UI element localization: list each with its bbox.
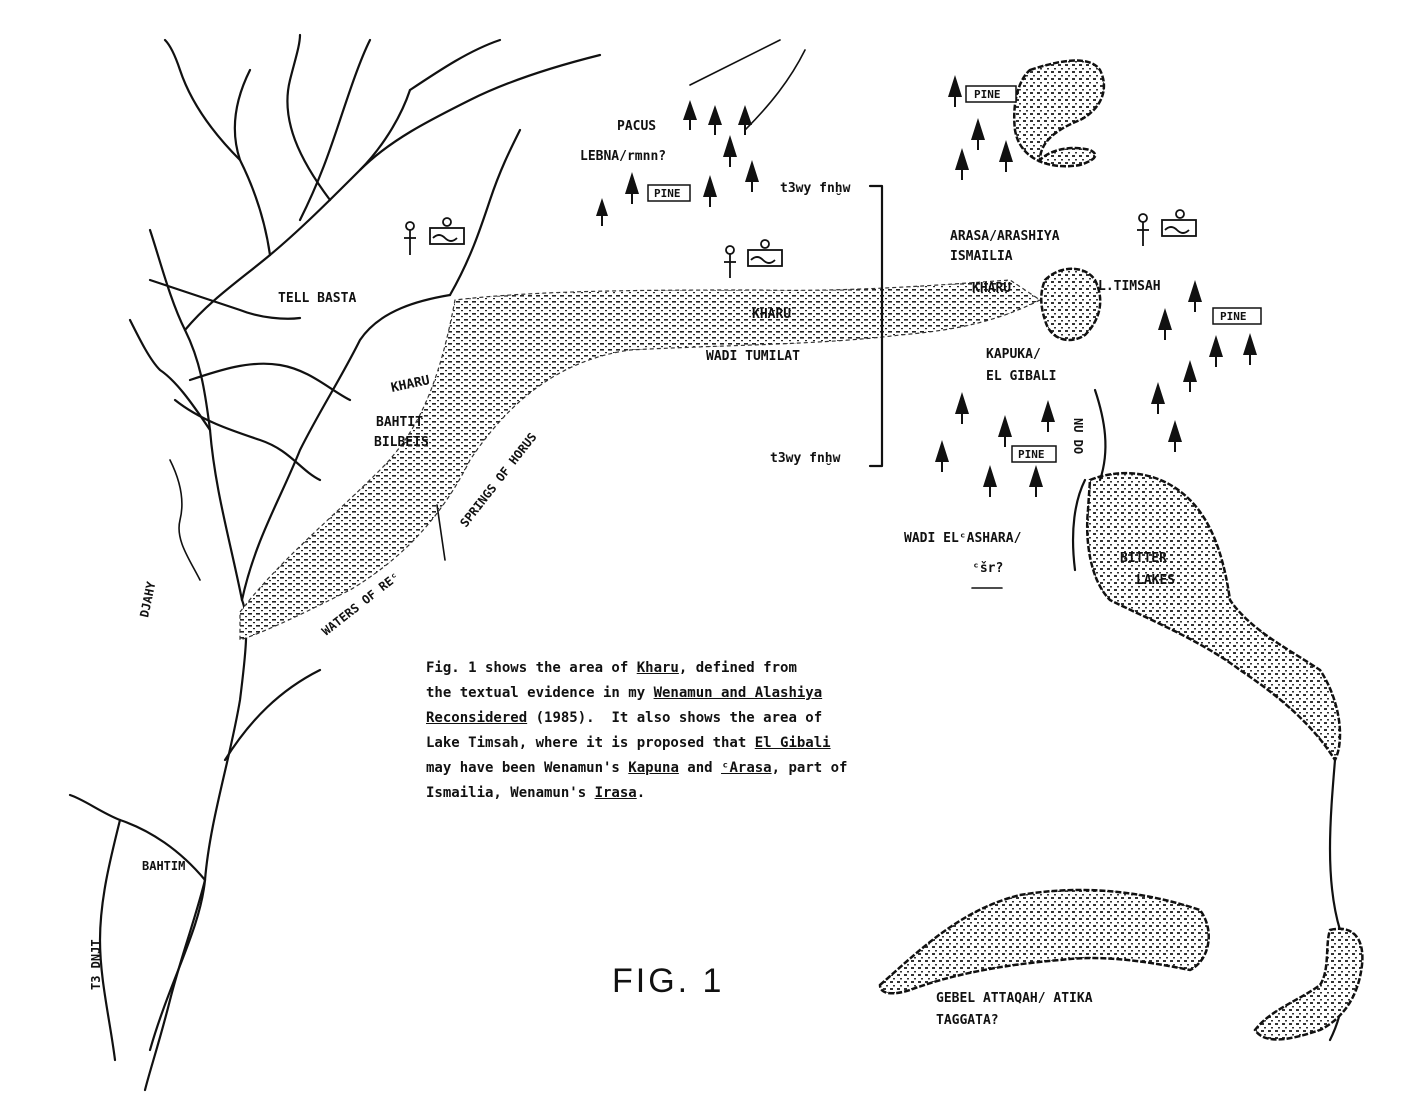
label-lebna: LEBNA/rmnn? xyxy=(580,149,666,164)
bitter-lakes xyxy=(1085,471,1342,763)
coastal-lagoon xyxy=(1013,59,1106,168)
pine-label: PINE xyxy=(654,187,681,200)
pine-tree-icon xyxy=(1041,400,1055,432)
symbol-group xyxy=(404,209,1197,278)
pine-badge: PINE xyxy=(965,85,1017,103)
label-wadi-el-ashara: WADI ELᶜASHARA/ xyxy=(904,531,1022,546)
pine-tree-icon xyxy=(998,415,1012,447)
ankh-icon xyxy=(724,245,736,278)
pine-tree-icon xyxy=(723,135,737,167)
label-gebel-attaqah: GEBEL ATTAQAH/ ATIKA xyxy=(936,991,1093,1006)
basket-icon xyxy=(747,239,783,267)
pine-badge: PINE xyxy=(1011,445,1057,463)
pine-tree-icon xyxy=(999,140,1013,172)
pine-tree-icon xyxy=(683,100,697,130)
pine-tree-icon xyxy=(738,105,752,135)
pine-tree-icon xyxy=(708,105,722,135)
pine-tree-icon xyxy=(955,148,969,180)
pine-tree-icon xyxy=(1243,333,1257,365)
springs-divider xyxy=(436,504,446,561)
label-lakes: LAKES xyxy=(1136,573,1175,588)
label-djahy: DJAHY xyxy=(137,580,158,619)
pine-tree-icon xyxy=(625,172,639,204)
pine-label: PINE xyxy=(1220,310,1247,323)
pine-tree-icon xyxy=(971,118,985,150)
pine-tree-icon xyxy=(1151,382,1165,414)
ankh-icon xyxy=(404,221,416,255)
label-bitter: BITTER xyxy=(1120,551,1167,566)
label-taggata: TAGGATA? xyxy=(936,1013,999,1028)
figure-caption: Fig. 1 shows the area of Kharu, defined … xyxy=(426,660,848,801)
pine-tree-icon xyxy=(1029,465,1043,497)
label-t3wy-top: t3wy fnḫw xyxy=(780,181,851,196)
pine-badge: PINE xyxy=(647,184,691,202)
gebel-attaqah-relief xyxy=(878,888,1210,995)
basket-icon xyxy=(1161,209,1197,237)
wadi-tumilat-area xyxy=(239,279,1042,641)
label-arasa: ARASA/ARASHIYA xyxy=(950,229,1060,244)
lake-timsah xyxy=(1040,267,1102,342)
pine-tree-icon xyxy=(1209,335,1223,367)
label-pacus: PACUS xyxy=(617,119,656,134)
pine-badge: PINE xyxy=(1212,307,1262,325)
label-bahtit: BAHTIT xyxy=(376,415,423,430)
pine-tree-icon xyxy=(1188,280,1202,312)
pine-tree-icon xyxy=(745,160,759,192)
label-l-timsah: L.TIMSAH xyxy=(1098,279,1161,294)
pine-tree-icon xyxy=(955,392,969,424)
figure-title: FIG. 1 xyxy=(612,962,725,1000)
pine-tree-icon xyxy=(948,75,962,107)
pine-trees xyxy=(596,75,1257,497)
basket-icon xyxy=(429,217,465,245)
scarp-line xyxy=(1093,388,1107,482)
label-tell-basta: TELL BASTA xyxy=(278,291,356,306)
label-nu-do: NU DO xyxy=(1071,418,1085,454)
gulf-of-suez xyxy=(1253,927,1364,1041)
pine-tree-icon xyxy=(596,198,608,226)
label-t3-dnjt: T3 DNJT xyxy=(89,939,103,990)
pine-tree-icon xyxy=(983,465,997,497)
pine-tree-icon xyxy=(1158,308,1172,340)
label-el-gibali: EL GIBALI xyxy=(986,369,1056,384)
label-csr: ᶜšr? xyxy=(972,561,1003,576)
region-bracket xyxy=(868,184,884,468)
ankh-icon xyxy=(1137,213,1149,246)
label-kapuka: KAPUKA/ xyxy=(986,347,1041,362)
label-kharu-west: KHARU xyxy=(390,373,432,396)
pine-label: PINE xyxy=(1018,448,1045,461)
pine-tree-icon xyxy=(1168,420,1182,452)
label-kharu-east: KHARU xyxy=(972,281,1011,296)
label-wadi-tumilat: WADI TUMILAT xyxy=(706,349,800,364)
scarp-line-2 xyxy=(1071,478,1087,572)
pine-label: PINE xyxy=(974,88,1001,101)
nile-delta-rivers xyxy=(68,33,806,1092)
label-t3wy-bottom: t3wy fnḫw xyxy=(770,451,841,466)
label-bahtim: BAHTIM xyxy=(142,859,185,873)
label-bilbeis: BILBEIS xyxy=(374,435,429,450)
label-ismailia: ISMAILIA xyxy=(950,249,1013,264)
label-kharu-center: KHARU xyxy=(752,307,791,322)
pine-tree-icon xyxy=(1183,360,1197,392)
pine-tree-icon xyxy=(703,175,717,207)
pine-tree-icon xyxy=(935,440,949,472)
